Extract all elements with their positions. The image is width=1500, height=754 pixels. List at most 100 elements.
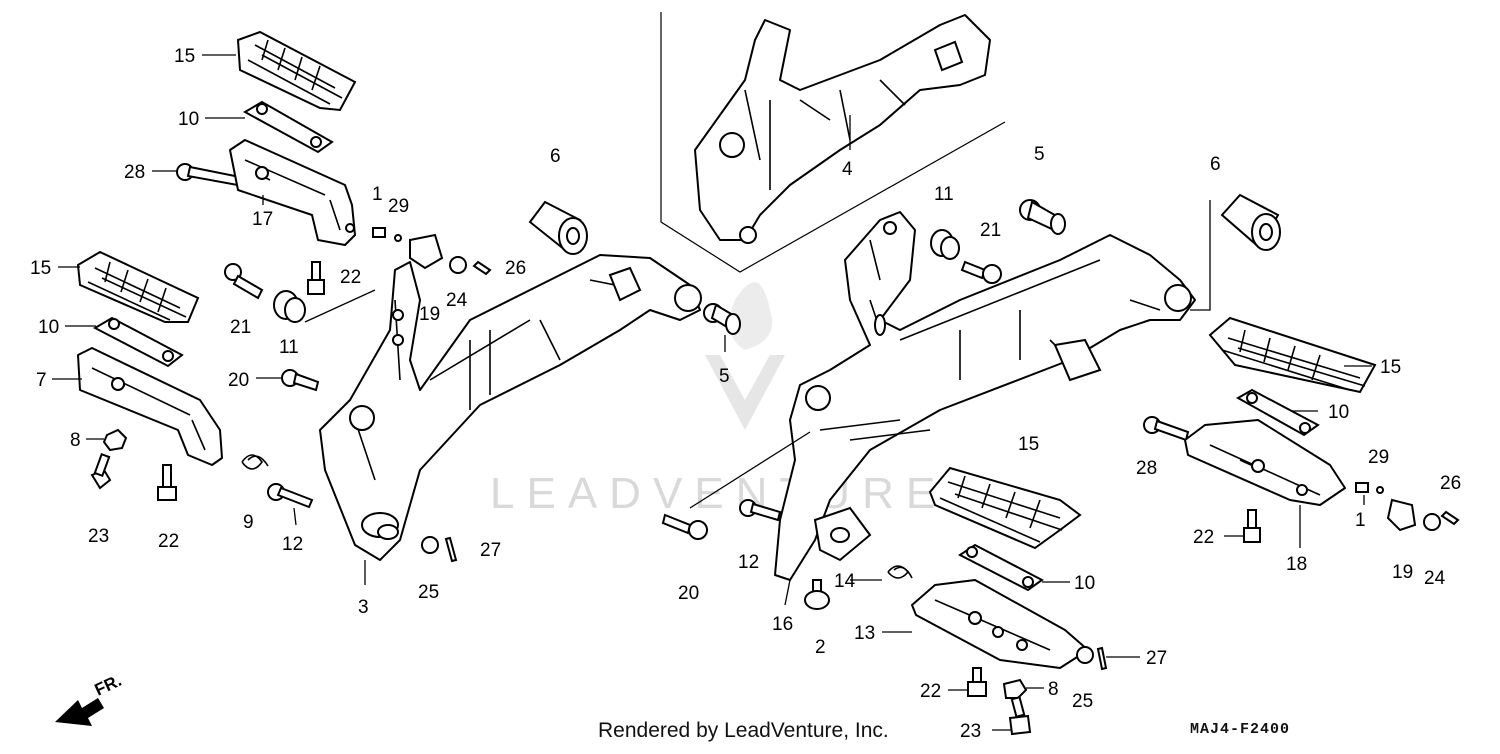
callout-11-left: 11 bbox=[279, 337, 299, 358]
step-holder-arm-left bbox=[319, 254, 702, 561]
callout-11-right: 11 bbox=[934, 184, 954, 205]
callout-22-left-lower: 22 bbox=[158, 531, 179, 552]
leader-lines bbox=[52, 54, 1372, 731]
callout-25-left: 25 bbox=[418, 582, 439, 603]
return-spring-right bbox=[887, 565, 913, 579]
bolt-20-left bbox=[281, 369, 320, 392]
diagram-code: MAJ4-F2400 bbox=[1190, 721, 1290, 738]
bolt-28-right bbox=[1143, 416, 1190, 442]
callout-15-upper-right: 15 bbox=[1380, 357, 1401, 378]
callout-27-left: 27 bbox=[480, 540, 501, 561]
callout-1-left: 1 bbox=[372, 184, 383, 205]
pivot-pin-left bbox=[267, 483, 314, 509]
collar-center-right bbox=[1019, 199, 1066, 235]
callout-8-left: 8 bbox=[70, 430, 81, 451]
washer-right bbox=[1423, 513, 1441, 531]
callout-12-left: 12 bbox=[282, 534, 303, 555]
callout-23-right: 23 bbox=[960, 721, 981, 742]
step-rubber-middle-left bbox=[76, 250, 200, 323]
callout-2: 2 bbox=[815, 637, 826, 658]
callout-12-right: 12 bbox=[738, 552, 759, 573]
cotter-pin-right-upper bbox=[1440, 510, 1460, 526]
collar-right bbox=[1220, 193, 1281, 251]
callout-10-middle-left: 10 bbox=[38, 317, 59, 338]
bolt-22-right-upper bbox=[1243, 509, 1261, 543]
washer-25-right bbox=[1076, 646, 1094, 664]
callout-18: 18 bbox=[1286, 554, 1307, 575]
inset-frame-lines bbox=[660, 12, 1006, 273]
bushing-right bbox=[930, 229, 960, 260]
callout-22-right-lower: 22 bbox=[920, 681, 941, 702]
bolt-20-right bbox=[661, 513, 708, 540]
callout-17: 17 bbox=[252, 209, 273, 230]
step-bracket-lower-left bbox=[77, 347, 223, 466]
frame-center-upper bbox=[694, 14, 991, 244]
washer-left bbox=[449, 256, 467, 274]
collar-center-left bbox=[703, 303, 741, 335]
leader-collar-6b bbox=[1190, 200, 1211, 311]
callout-8-right: 8 bbox=[1048, 679, 1059, 700]
callout-14: 14 bbox=[834, 571, 856, 592]
detent-plate-right bbox=[1386, 498, 1417, 532]
callout-15-lower-right: 15 bbox=[1018, 434, 1039, 455]
leader-bushing-left bbox=[304, 289, 376, 323]
front-label: FR. bbox=[92, 671, 125, 700]
plate-top-left bbox=[242, 100, 334, 154]
bolt-22-left-upper bbox=[307, 261, 325, 295]
callout-15-top-left: 15 bbox=[174, 46, 195, 67]
callout-10-upper-right: 10 bbox=[1328, 402, 1349, 423]
callout-28-right: 28 bbox=[1136, 458, 1157, 479]
callout-26-right: 26 bbox=[1440, 473, 1461, 494]
callout-24-left: 24 bbox=[446, 290, 468, 311]
step-bracket-upper-left bbox=[229, 139, 356, 246]
callout-13: 13 bbox=[854, 623, 875, 644]
detent-spring-left bbox=[372, 227, 402, 242]
bolt-22-right-lower bbox=[967, 667, 987, 697]
callout-21-right: 21 bbox=[980, 220, 1001, 241]
callout-29-left: 29 bbox=[388, 196, 409, 217]
leader-arm-right bbox=[784, 579, 791, 606]
detent-spring-right bbox=[1355, 482, 1384, 494]
callout-10-lower-right: 10 bbox=[1074, 573, 1095, 594]
callout-9: 9 bbox=[243, 512, 254, 533]
return-spring-left bbox=[241, 454, 269, 470]
bolt-22-left-lower bbox=[157, 464, 177, 501]
callout-23-left: 23 bbox=[88, 526, 109, 547]
nut-left bbox=[102, 428, 128, 452]
callout-28-left: 28 bbox=[124, 162, 145, 183]
callout-5-right: 5 bbox=[1034, 144, 1045, 165]
plate-upper-right bbox=[1235, 388, 1320, 437]
callout-19-left: 19 bbox=[419, 304, 440, 325]
cotter-pin-left-upper bbox=[472, 260, 492, 276]
detent-plate-left bbox=[409, 233, 444, 270]
bolt-21-left bbox=[224, 263, 264, 300]
bolt-21-right bbox=[960, 260, 1002, 284]
washer-25-left bbox=[421, 536, 439, 554]
bolt-23-right bbox=[1008, 696, 1032, 736]
cotter-pin-right-lower bbox=[1096, 646, 1108, 671]
plate-lower-right bbox=[958, 543, 1044, 592]
callout-19-right: 19 bbox=[1392, 562, 1413, 583]
bolt-23-left bbox=[90, 452, 112, 490]
callout-29-right: 29 bbox=[1368, 447, 1389, 468]
step-rubber-top-left bbox=[236, 30, 357, 112]
collar-left bbox=[528, 200, 588, 255]
callout-25-right: 25 bbox=[1072, 691, 1093, 712]
callout-labels: 15 10 28 17 1 29 15 10 7 8 23 22 21 22 1… bbox=[30, 46, 1461, 742]
callout-22-left-upper: 22 bbox=[340, 267, 361, 288]
callout-22-right-upper: 22 bbox=[1193, 527, 1214, 548]
callout-20-right: 20 bbox=[678, 583, 699, 604]
callout-6-left: 6 bbox=[550, 146, 561, 167]
callout-7: 7 bbox=[36, 370, 47, 391]
callout-3: 3 bbox=[358, 597, 369, 618]
step-rubber-upper-right bbox=[1208, 316, 1377, 394]
callout-26-left: 26 bbox=[505, 258, 526, 279]
plate-middle-left bbox=[92, 316, 184, 368]
callout-1-right: 1 bbox=[1355, 510, 1366, 531]
step-bracket-right bbox=[1184, 419, 1346, 506]
leader-bolt-20-right bbox=[689, 431, 811, 509]
callout-5-center: 5 bbox=[719, 366, 730, 387]
callout-21-left: 21 bbox=[230, 317, 251, 338]
